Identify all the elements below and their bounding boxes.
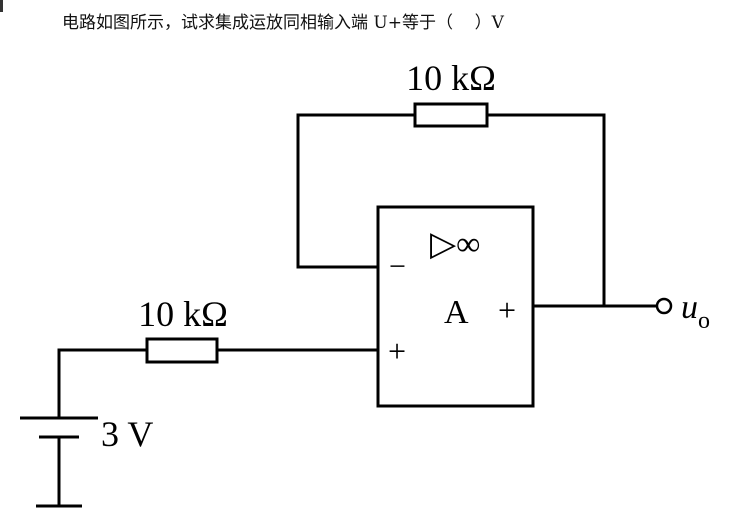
question-text: 电路如图所示，试求集成运放同相输入端 U+等于（ ）V: [62, 13, 504, 33]
input-wire-left: [57, 348, 147, 418]
opamp-noninverting-sign: +: [388, 333, 406, 369]
feedback-resistor-label: 10 kΩ: [406, 58, 496, 98]
output-label-sub: o: [698, 308, 710, 334]
feedback-wire-left: [296, 113, 415, 269]
output-label: uo: [681, 289, 710, 334]
opamp-inverting-sign: −: [389, 250, 406, 283]
input-resistor: [145, 337, 219, 364]
feedback-resistor: [413, 102, 489, 128]
battery-label: 3 V: [101, 414, 153, 454]
feedback-wire-right: [487, 113, 606, 306]
opamp-name: A: [444, 294, 469, 331]
corner-mark: [0, 0, 3, 12]
opamp-output-sign: +: [498, 292, 516, 328]
input-resistor-label: 10 kΩ: [138, 294, 228, 334]
opamp-symbol: ▷∞: [430, 226, 480, 263]
output-label-main: u: [681, 289, 698, 326]
opamp-body: [376, 205, 535, 408]
output-terminal: [655, 297, 673, 315]
